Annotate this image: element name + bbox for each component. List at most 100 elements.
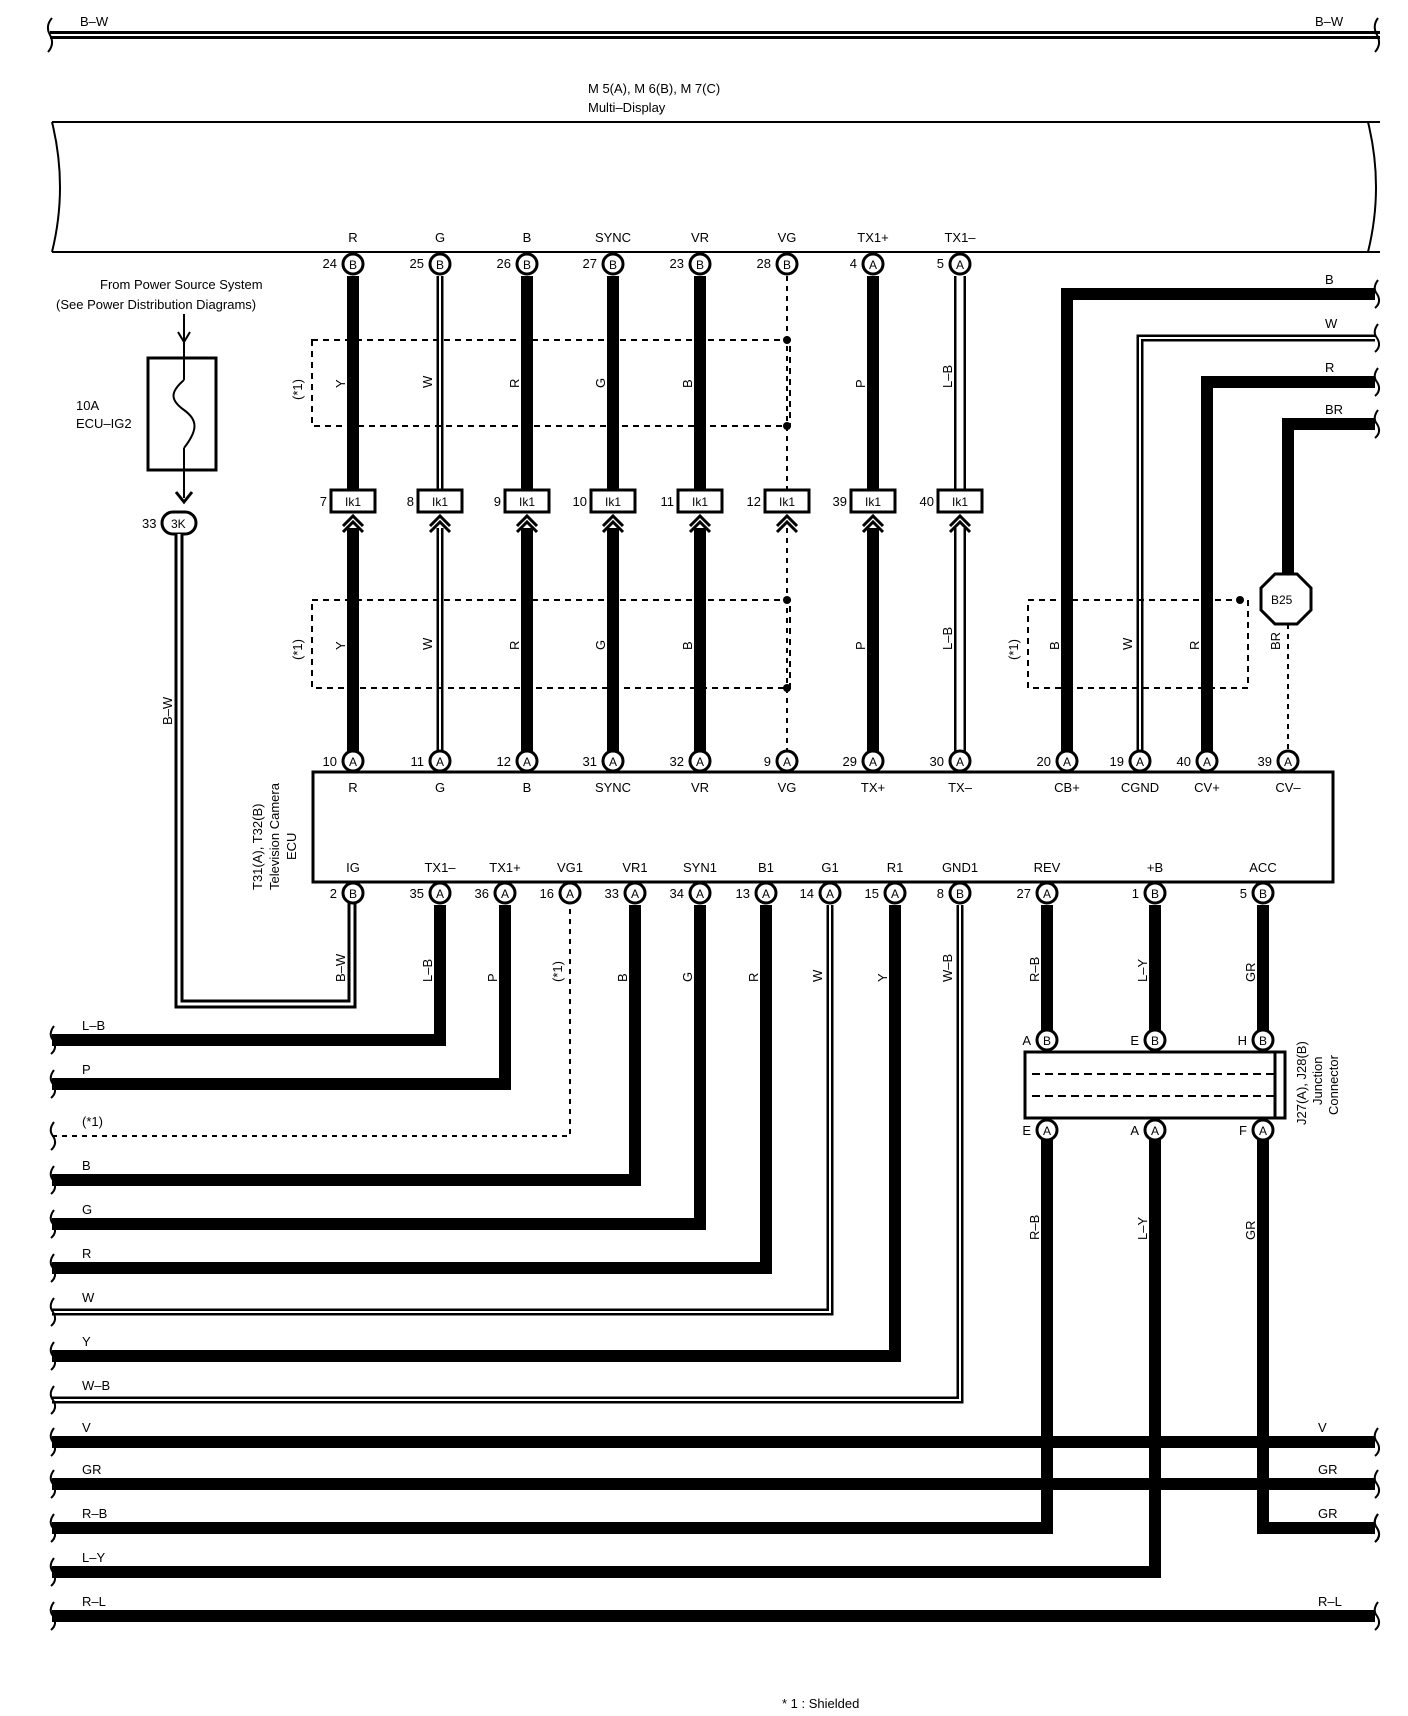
- ecu-bottom-name: B1: [758, 860, 774, 875]
- ecu-top-pin: 19: [1110, 754, 1124, 769]
- junction-bottom-pin: E: [1022, 1123, 1031, 1138]
- chevron-icon: [775, 513, 799, 534]
- inline-connector-ik1: [936, 488, 984, 514]
- shield-label-upper: (*1): [290, 379, 305, 400]
- inline-connector-label: Ik1: [345, 495, 361, 509]
- ecu-bottom-badge-letter: B: [956, 887, 964, 901]
- inline-connector-pin: 39: [833, 494, 847, 509]
- display-terminal-badge-circle: [861, 252, 885, 276]
- right-wire: [1201, 376, 1375, 752]
- lower-wire-color: B: [680, 641, 695, 650]
- bottom-wire: [52, 1136, 1161, 1578]
- junction-bottom-badge-circle: [1251, 1118, 1275, 1142]
- wire-break-icon: [49, 1069, 57, 1099]
- wire-break-icon: [49, 1165, 57, 1195]
- inline-connector-pin: 10: [573, 494, 587, 509]
- junction-top-pin: A: [1022, 1033, 1031, 1048]
- ecu-bottom-terminals: IGB2TX1–A35L–BTX1+A36PVG1A16(*1)VR1A33BS…: [330, 860, 1277, 982]
- ecu-top-badge-letter: A: [609, 755, 617, 769]
- display-terminal-badge-letter: B: [696, 258, 704, 272]
- wire-break-icon: [49, 1025, 57, 1055]
- ecu-bottom-badge-circle: [818, 881, 842, 905]
- display-terminal-badge-circle: [775, 252, 799, 276]
- bottom-wire-left-label: R: [82, 1246, 91, 1261]
- ecu-bottom-name: VR1: [622, 860, 647, 875]
- chevron-icon: [428, 513, 452, 534]
- ecu-top-name: G: [435, 780, 445, 795]
- multi-display: M 5(A), M 6(B), M 7(C) Multi–Display R24…: [51, 81, 1380, 276]
- ecu-top-pin: 32: [670, 754, 684, 769]
- ecu-top-badge-circle: [341, 749, 365, 773]
- wire-break-icon: [1373, 367, 1381, 397]
- bottom-wire-left-label: L–Y: [82, 1550, 105, 1565]
- ecu-title: T31(A), T32(B): [250, 804, 265, 890]
- ecu-top-pin: 31: [583, 754, 597, 769]
- bottom-wire-core: [52, 905, 961, 1401]
- ecu-bottom-badge-letter: A: [566, 887, 574, 901]
- display-terminal-badge-circle: [341, 252, 365, 276]
- ecu-top-name: SYNC: [595, 780, 631, 795]
- ecu-bottom-badge-circle: [1035, 881, 1059, 905]
- right-wire-label: BR: [1325, 402, 1343, 417]
- wire-break-icon: [1373, 323, 1381, 353]
- ecu-top-pin: 9: [764, 754, 771, 769]
- ecu-top-badge-circle: [688, 749, 712, 773]
- inline-connector-pin: 11: [661, 494, 675, 509]
- wire-break-icon: [1373, 1601, 1381, 1631]
- wire-break-icon: [49, 1427, 57, 1457]
- ecu-bottom-wire-color: R–B: [1027, 957, 1042, 982]
- ecu-top-badge-circle: [1055, 749, 1079, 773]
- fuse-box: [146, 356, 218, 472]
- ecu-top-name: CV–: [1275, 780, 1301, 795]
- ecu-top-badge-circle: [1195, 749, 1219, 773]
- ecu-top-badge-letter: A: [869, 755, 877, 769]
- inline-connector-label: Ik1: [519, 495, 535, 509]
- junction-top-badge-circle: [1143, 1028, 1167, 1052]
- upper-wire-color: W: [420, 375, 435, 388]
- display-terminal-badge-letter: B: [436, 258, 444, 272]
- ecu-bottom-wire-color: P: [485, 973, 500, 982]
- wire-break-icon: [49, 1601, 57, 1631]
- ecu-top-name: CB+: [1054, 780, 1080, 795]
- right-wire-label: R: [1325, 360, 1334, 375]
- ecu-top-badge-circle: [775, 749, 799, 773]
- ecu-top-badge-circle: [601, 749, 625, 773]
- display-terminal-pin: 27: [583, 256, 597, 271]
- display-terminal-badge-circle: [688, 252, 712, 276]
- display-terminal-name: G: [435, 230, 445, 245]
- ecu-top-badge-letter: A: [1284, 755, 1292, 769]
- inline-connector-ik1: [763, 488, 811, 514]
- ecu-bottom-pin: 15: [865, 886, 879, 901]
- ecu-top-badge-letter: A: [783, 755, 791, 769]
- wire-break-icon: [49, 1341, 57, 1371]
- display-terminal-badge-letter: A: [869, 258, 877, 272]
- ecu-bottom-pin: 34: [670, 886, 684, 901]
- wire-break-icon: [49, 1297, 57, 1327]
- bottom-wire-left-label: V: [82, 1420, 91, 1435]
- ecu-top-name: R: [348, 780, 357, 795]
- ecu-bottom-wire-color: L–Y: [1135, 959, 1150, 982]
- shield-label-right: (*1): [1006, 639, 1021, 660]
- junction-lower-wire-color: R–B: [1027, 1215, 1042, 1240]
- upper-wire-color: P: [853, 379, 868, 388]
- display-terminal-name: TX1+: [857, 230, 888, 245]
- upper-wire-color: Y: [333, 379, 348, 388]
- ecu-top-badge-letter: A: [1203, 755, 1211, 769]
- ecu-top-badge-circle: [515, 749, 539, 773]
- ecu-bottom-wire-color: B: [615, 973, 630, 982]
- display-terminal-pin: 24: [323, 256, 337, 271]
- wire-break-icon: [49, 1385, 57, 1415]
- wire-break-icon: [1373, 1469, 1381, 1499]
- chevron-icon: [601, 513, 625, 534]
- ecu-top-badge-circle: [861, 749, 885, 773]
- bottom-wire: [52, 905, 641, 1186]
- ecu-bottom-badge-letter: A: [436, 887, 444, 901]
- junction-bottom-badge-circle: [1143, 1118, 1167, 1142]
- lower-wire-color: L–B: [940, 627, 955, 650]
- ecu-bottom-pin: 8: [937, 886, 944, 901]
- wire-break-icon: [1373, 409, 1381, 439]
- ecu-top-pin: 10: [323, 754, 337, 769]
- ecu-bottom-name: TX1+: [489, 860, 520, 875]
- inline-connector-label: Ik1: [952, 495, 968, 509]
- acc-wire-lower: [1257, 1136, 1375, 1534]
